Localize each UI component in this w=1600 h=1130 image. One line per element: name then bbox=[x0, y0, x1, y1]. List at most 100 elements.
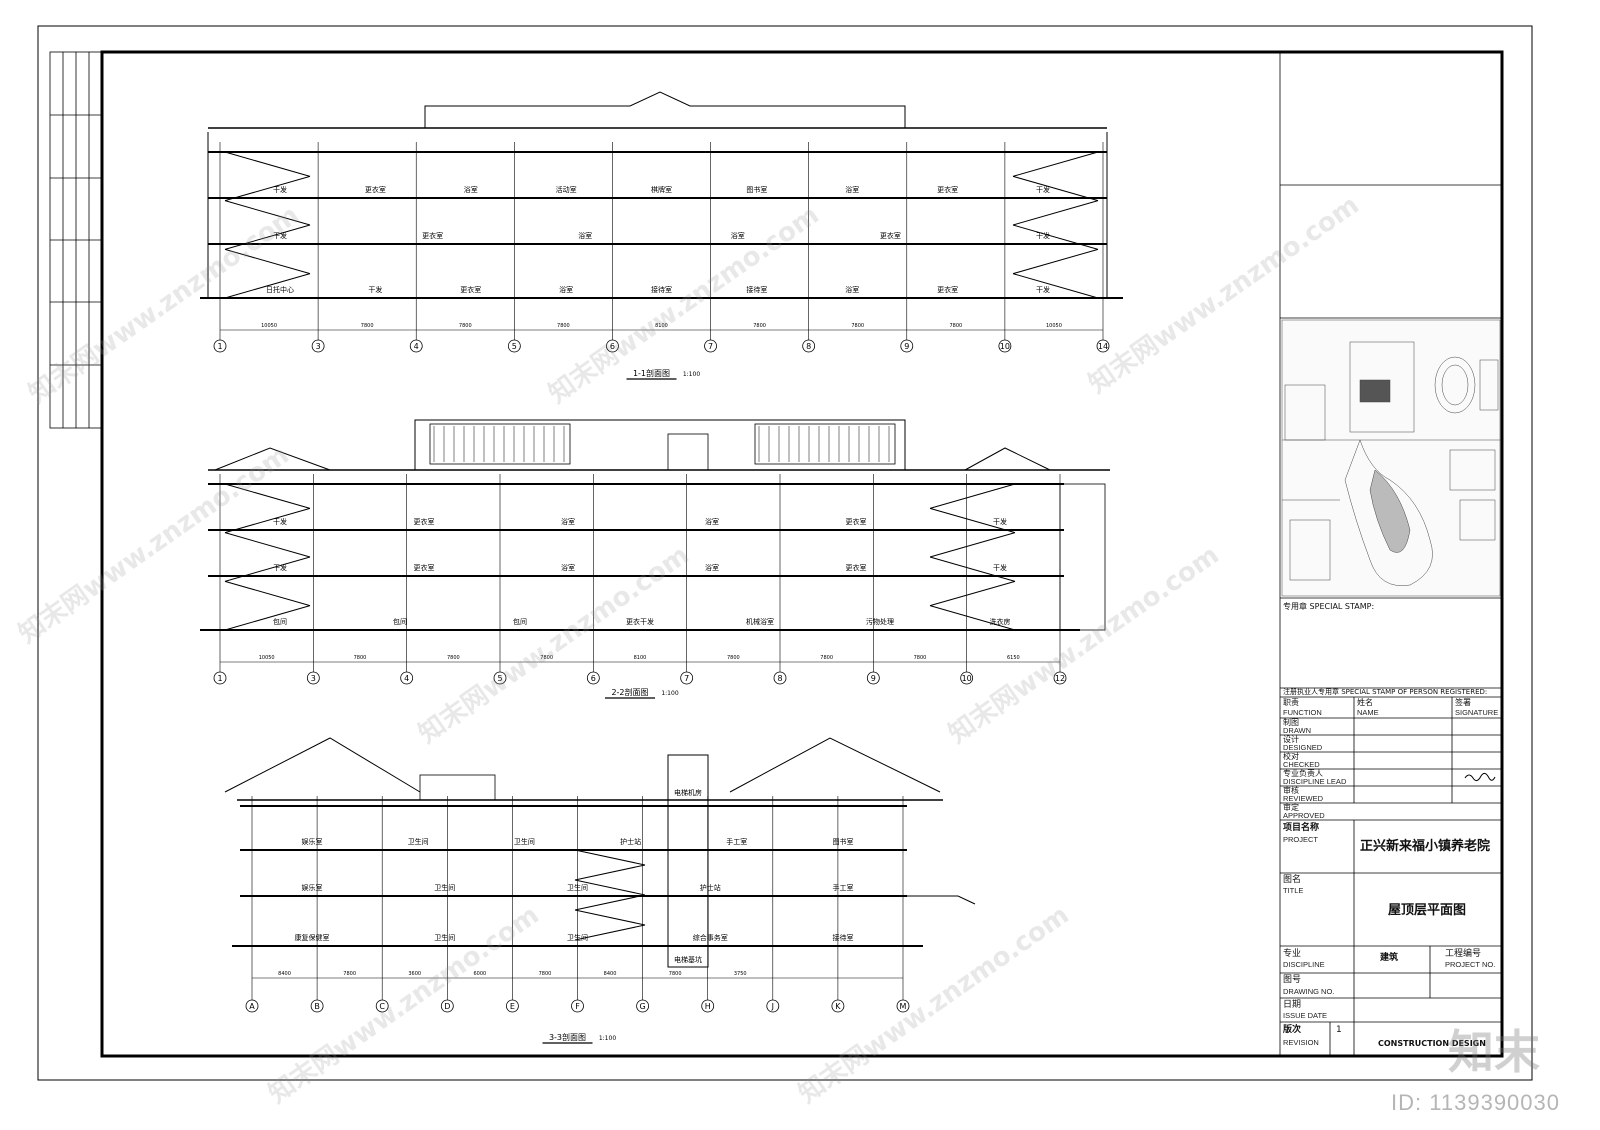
dimension-value: 7800 bbox=[914, 655, 927, 661]
dimension-value: 3750 bbox=[734, 971, 747, 977]
axis-label: 1 bbox=[217, 674, 222, 683]
axis-bubble bbox=[306, 671, 320, 685]
dimension-value: 7800 bbox=[851, 323, 864, 329]
dimension-value: 3600 bbox=[408, 971, 421, 977]
axis-label: 12 bbox=[1055, 674, 1065, 683]
room-label: 浴室 bbox=[578, 231, 592, 240]
room-label: 卫生间 bbox=[514, 837, 535, 846]
room-label: 更衣室 bbox=[414, 517, 435, 526]
project-label: 项目名称 bbox=[1283, 823, 1320, 833]
axis-label: 9 bbox=[904, 342, 909, 351]
room-label: 更衣室 bbox=[937, 285, 958, 294]
discipline-value: 建筑 bbox=[1380, 953, 1399, 963]
room-label: 护士站 bbox=[620, 837, 641, 846]
room-label: 干发 bbox=[1036, 185, 1050, 194]
room-label: 手工室 bbox=[833, 883, 854, 892]
axis-label: M bbox=[900, 1002, 907, 1011]
date-label-en: ISSUE DATE bbox=[1283, 1011, 1328, 1020]
dimension-value: 7800 bbox=[727, 655, 740, 661]
room-label: 日托中心 bbox=[266, 285, 294, 294]
discipline-label: 专业 bbox=[1283, 949, 1302, 959]
room-label: 洗衣房 bbox=[990, 617, 1011, 626]
revision-label: 版次 bbox=[1283, 1025, 1302, 1035]
axis-bubble bbox=[310, 999, 324, 1013]
axis-label: 9 bbox=[871, 674, 876, 683]
revision-value: 1 bbox=[1336, 1025, 1342, 1035]
roof-gable bbox=[214, 447, 331, 471]
room-label: 浴室 bbox=[845, 185, 859, 194]
room-label: 娱乐室 bbox=[302, 837, 323, 846]
room-label: 干发 bbox=[993, 563, 1007, 572]
role-checked: 校对 bbox=[1283, 752, 1299, 761]
axis-label: 10 bbox=[962, 674, 972, 683]
axis-bubble bbox=[896, 999, 910, 1013]
dimension-value: 7800 bbox=[343, 971, 356, 977]
room-label: 娱乐室 bbox=[302, 883, 323, 892]
axis-bubble bbox=[766, 999, 780, 1013]
title-block-lines bbox=[1279, 52, 1502, 1056]
axis-bubble bbox=[213, 671, 227, 685]
room-label: 更衣室 bbox=[880, 231, 901, 240]
axis-bubble bbox=[998, 339, 1012, 353]
axis-bubble bbox=[571, 999, 584, 1013]
room-label: 干发 bbox=[273, 563, 287, 572]
axis-label: 7 bbox=[708, 342, 713, 351]
axis-bubble bbox=[680, 671, 694, 685]
axis-bubble bbox=[400, 671, 414, 685]
roof-stair-tower bbox=[667, 433, 709, 471]
axis-label: 10 bbox=[1000, 342, 1010, 351]
room-label: 更衣室 bbox=[846, 517, 867, 526]
room-label: 包间 bbox=[393, 617, 407, 626]
room-label: 电梯基坑 bbox=[674, 955, 702, 964]
room-label: 更衣室 bbox=[422, 231, 443, 240]
title-label: 图名 bbox=[1283, 875, 1302, 885]
roof-louver bbox=[754, 423, 896, 465]
room-label: 棋牌室 bbox=[651, 185, 672, 194]
role-designed: 设计 bbox=[1283, 735, 1299, 744]
room-label: 图书室 bbox=[833, 837, 854, 846]
section-title: 1-1剖面图 bbox=[633, 368, 670, 378]
room-label: 干发 bbox=[1036, 285, 1050, 294]
dimension-value: 8400 bbox=[604, 971, 617, 977]
room-label: 更衣室 bbox=[846, 563, 867, 572]
axis-bubble bbox=[440, 999, 454, 1013]
axis-bubble bbox=[960, 671, 974, 685]
room-label: 干发 bbox=[993, 517, 1007, 526]
room-label: 浴室 bbox=[705, 517, 719, 526]
outer-frame bbox=[37, 25, 1533, 1081]
room-label: 包间 bbox=[513, 617, 527, 626]
room-label: 干发 bbox=[273, 185, 287, 194]
axis-bubble bbox=[493, 671, 507, 685]
axis-bubble bbox=[606, 339, 619, 353]
role-approved: 审定 bbox=[1283, 803, 1299, 812]
roof-parapet bbox=[424, 91, 906, 128]
axis-bubble bbox=[507, 339, 521, 353]
room-label: 包间 bbox=[273, 617, 287, 626]
drawing-no-label-en: DRAWING NO. bbox=[1283, 987, 1335, 996]
axis-bubble bbox=[900, 339, 914, 353]
room-label: 更衣室 bbox=[460, 285, 481, 294]
axis-bubble bbox=[773, 671, 787, 685]
design-stage: CONSTRUCTION DESIGN bbox=[1378, 1039, 1486, 1048]
section-title: 2-2剖面图 bbox=[611, 687, 648, 697]
room-label: 综合事务室 bbox=[693, 933, 728, 942]
room-label: 浴室 bbox=[561, 563, 575, 572]
axis-label: 5 bbox=[497, 674, 502, 683]
axis-label: C bbox=[379, 1002, 385, 1011]
binding-strip bbox=[49, 51, 103, 429]
drawing-no-label: 图号 bbox=[1283, 975, 1302, 985]
axis-bubble bbox=[311, 339, 325, 353]
axis-label: A bbox=[249, 1002, 255, 1011]
room-label: 机械浴室 bbox=[746, 617, 774, 626]
registered-stamp-label: 注册执业人专用章 SPECIAL STAMP OF PERSON REGISTE… bbox=[1283, 688, 1488, 696]
signature-label: 签署 bbox=[1455, 698, 1471, 707]
axis-bubble bbox=[701, 999, 715, 1013]
roof-gable bbox=[964, 447, 1051, 471]
axis-label: H bbox=[705, 1002, 711, 1011]
drawing-frame bbox=[100, 50, 1504, 1058]
function-label-en: FUNCTION bbox=[1283, 708, 1322, 717]
site-plan-thumbnail bbox=[1281, 319, 1501, 597]
role-designed-en: DESIGNED bbox=[1283, 743, 1323, 752]
drawing-title: 屋顶层平面图 bbox=[1388, 903, 1467, 918]
